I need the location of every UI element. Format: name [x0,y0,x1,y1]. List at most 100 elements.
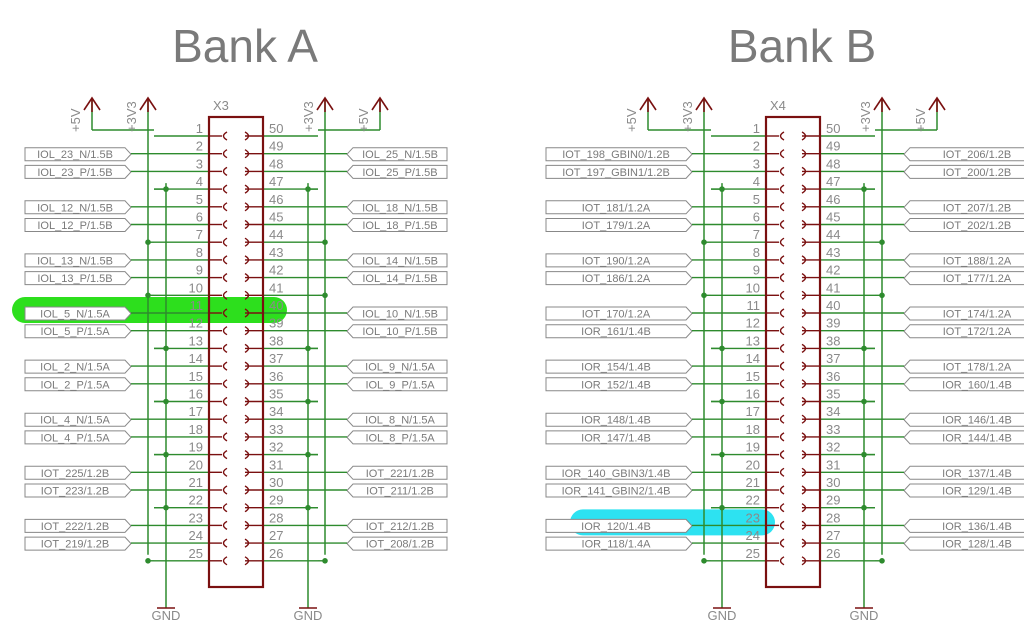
socket-contact-icon [779,485,785,495]
socket-contact-icon [779,326,785,336]
pin-number: 42 [826,263,840,278]
pin-number: 28 [269,510,283,525]
socket-contact-icon [222,290,228,300]
pin-number: 31 [826,457,840,472]
socket-contact-icon [222,202,228,212]
pin-row: 13 [154,333,228,354]
pin-row: 35 [801,387,875,407]
socket-contact-icon [779,449,785,460]
net-label-box [346,253,448,268]
power-label-right-3v3: +3V3 [301,101,316,132]
net-label: IOR_129/1.4B [942,486,1012,498]
net-label: IOL_14_N/1.5B [362,255,438,267]
bank-title: Bank B [728,20,876,72]
pin-number: 11 [747,298,761,313]
pin-number: 26 [269,546,283,561]
pin-row: 50 [244,121,318,141]
socket-contact-icon [222,326,228,336]
socket-contact-icon [779,149,785,159]
pin-row: 16 [154,387,228,407]
pin-row: 44 [801,227,885,247]
junction-dot [861,345,867,352]
socket-contact-icon [779,166,785,177]
pin-number: 29 [826,493,840,508]
net-label-box [903,377,1024,392]
pin-number: 3 [753,156,760,171]
net-label-box [903,218,1024,232]
pin-number: 44 [269,227,283,242]
pin-number: 45 [826,210,840,225]
net-label: IOL_18_N/1.5B [362,202,438,214]
pin-number: 18 [746,422,760,437]
pin-number: 48 [269,156,283,171]
net-label: IOL_5_N/1.5A [40,309,110,321]
pin-number: 8 [753,245,760,260]
pin-number: 10 [189,280,203,295]
net-label: IOL_9_P/1.5A [365,379,435,391]
pin-row: 19 [711,440,785,460]
socket-contact-icon [222,237,228,247]
socket-contact-icon [779,538,785,548]
net-label: IOT_219/1.2B [41,539,110,551]
socket-contact-icon [779,255,785,265]
pin-number: 43 [269,245,283,260]
pin-number: 32 [826,440,840,455]
net-label-box [346,359,448,374]
pin-number: 5 [753,192,760,207]
pin-number: 34 [269,404,283,419]
net-label-box [545,164,693,179]
socket-contact-icon [222,467,228,477]
net-label: IOL_25_N/1.5B [362,149,438,161]
net-label: IOL_10_N/1.5B [362,309,438,321]
net-label: IOR_144/1.4B [942,432,1012,444]
net-label: IOL_14_P/1.5B [362,273,437,285]
pin-row: 4 [154,174,228,194]
socket-contact-icon [779,414,785,424]
socket-contact-icon [222,449,228,460]
pin-number: 10 [746,280,760,295]
net-label-box [24,465,132,480]
junction-dot [145,292,151,299]
pin-number: 16 [189,387,203,402]
net-label: IOT_190/1.2A [582,255,651,267]
net-label-box [903,253,1024,268]
socket-contact-icon [222,255,228,265]
net-label-box [903,324,1024,339]
net-label-box [24,306,132,321]
pin-number: 34 [826,404,840,419]
pin-number: 14 [189,351,203,366]
gnd-label-right: GND [294,608,323,623]
net-label-box [24,377,132,392]
net-label-box [24,271,132,286]
pin-number: 1 [196,121,203,136]
pin-row: 47 [801,174,875,194]
net-label: IOT_170/1.2A [582,309,651,321]
net-label: IOL_8_N/1.5A [365,415,435,427]
net-label: IOT_186/1.2A [582,273,651,285]
socket-contact-icon [222,556,228,566]
pin-row: 38 [801,333,875,354]
net-label-box [545,412,693,427]
pin-number: 5 [196,192,203,207]
pin-number: 49 [826,139,840,154]
pin-number: 19 [746,440,760,455]
net-label-box [24,359,132,374]
pin-number: 25 [189,546,203,561]
pin-row: 19 [154,440,228,460]
net-label-box [24,324,132,339]
